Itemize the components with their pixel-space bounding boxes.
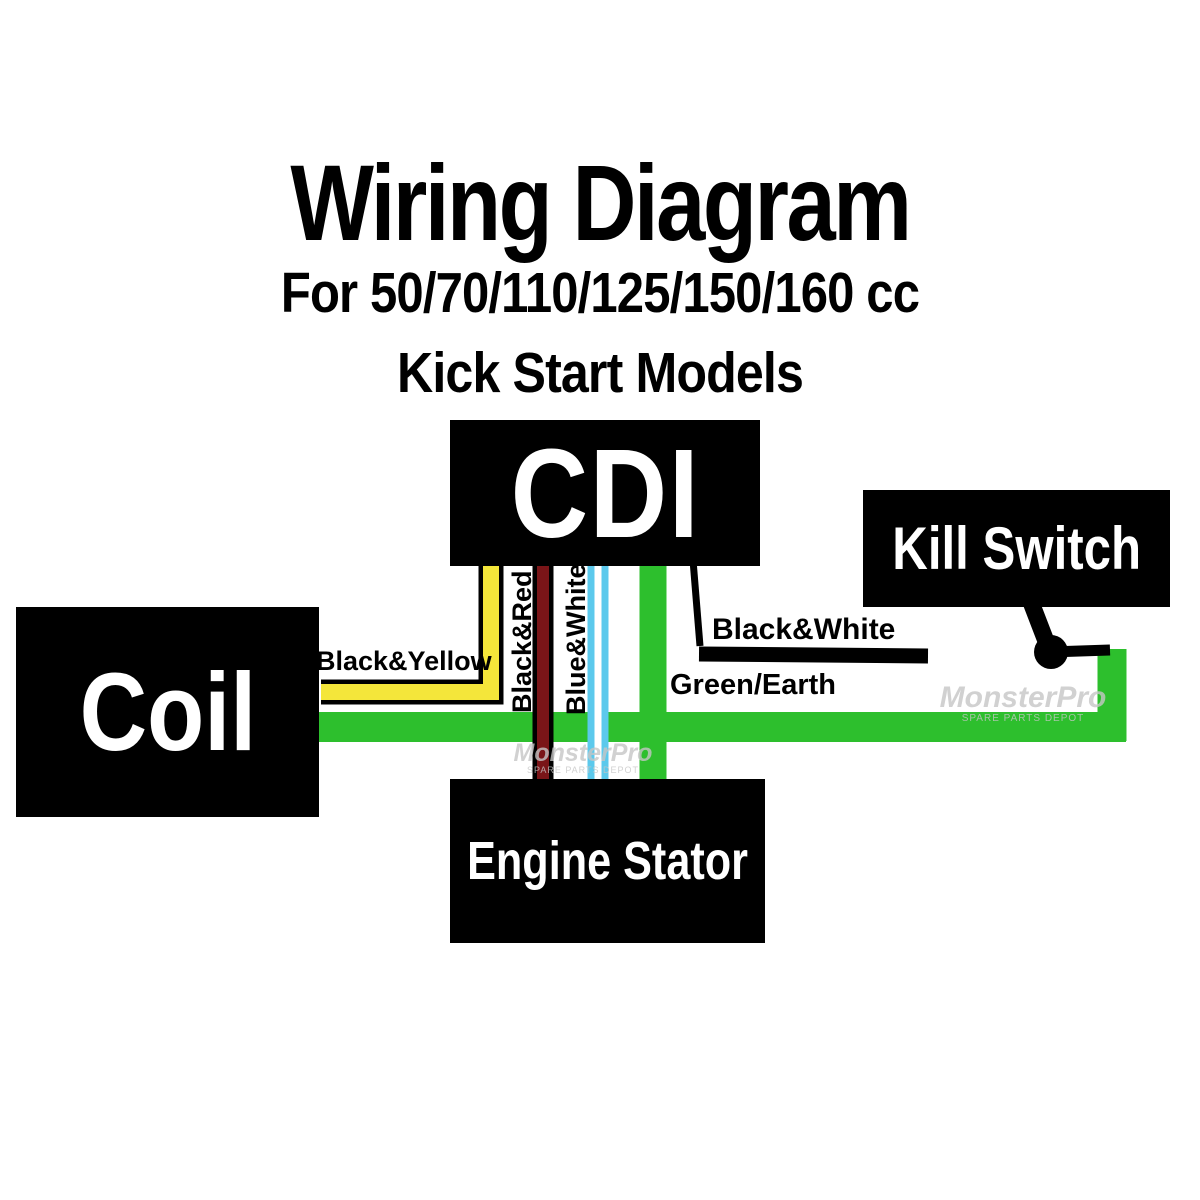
coil-box: Coil (16, 607, 319, 817)
watermark-name: MonsterPro (513, 739, 653, 767)
watermark: MonsterPro SPARE PARTS DEPOT (508, 740, 658, 776)
cdi-box: CDI (450, 420, 760, 566)
green-earth-wire-label: Green/Earth (670, 669, 836, 701)
kill-switch-terminal-dot (1034, 635, 1068, 669)
blue-white-wire-label: Blue&White (561, 563, 591, 716)
watermark: MonsterPro SPARE PARTS DEPOT (938, 682, 1108, 724)
diagram-subtitle-kick-start: Kick Start Models (397, 341, 804, 405)
kill-switch-label: Kill Switch (892, 515, 1141, 582)
black-yellow-wire (321, 558, 499, 700)
black-red-wire-label: Black&Red (507, 570, 537, 713)
black-white-wire-label: Black&White (712, 613, 896, 646)
cdi-label: CDI (510, 422, 700, 564)
diagram-subtitle-engine-sizes: For 50/70/110/125/150/160 cc (280, 261, 920, 325)
black-white-wire (698, 646, 929, 664)
kill-switch-box: Kill Switch (863, 490, 1170, 607)
watermark-tagline: SPARE PARTS DEPOT (961, 712, 1085, 724)
diagram-title: Wiring Diagram (290, 142, 912, 263)
engine-stator-label: Engine Stator (467, 831, 748, 891)
black-white-wire-lead (689, 559, 704, 647)
black-yellow-wire-label: Black&Yellow (316, 646, 492, 676)
coil-label: Coil (79, 650, 256, 774)
engine-stator-box: Engine Stator (450, 779, 765, 943)
watermark-tagline: SPARE PARTS DEPOT (526, 765, 640, 776)
watermark-name: MonsterPro (939, 681, 1107, 714)
